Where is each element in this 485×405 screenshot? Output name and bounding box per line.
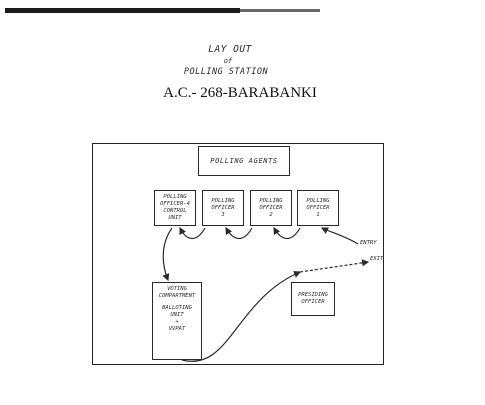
entry-label: ENTRY xyxy=(360,240,377,246)
presiding-officer-box: PRESIDING OFFICER xyxy=(291,282,335,316)
title-of: of xyxy=(223,57,233,65)
scan-edge-bar xyxy=(5,8,240,13)
title-polling-station: POLLING STATION xyxy=(183,67,269,77)
constituency-heading: A.C.- 268-BARABANKI xyxy=(163,85,317,101)
exit-label: EXIT xyxy=(370,256,384,262)
presiding-officer-label: PRESIDING OFFICER xyxy=(298,292,328,305)
polling-officer-3-box: POLLING OFFICER 3 xyxy=(202,190,244,226)
polling-officer-1-label: POLLING OFFICER 1 xyxy=(306,197,330,218)
entry-to-officer-1-arrow xyxy=(320,227,359,245)
officer-4-to-voting-compartment-arrow xyxy=(162,227,173,282)
polling-officer-4-label: POLLING OFFICER-4 CONTROL UNIT xyxy=(160,194,190,221)
polling-officer-2-label: POLLING OFFICER 2 xyxy=(259,197,283,218)
polling-officer-1-box: POLLING OFFICER 1 xyxy=(297,190,339,226)
polling-agents-box: POLLING AGENTS xyxy=(198,146,290,176)
voting-compartment-box: VOTING COMPARTMENT BALLOTING UNIT + VVPA… xyxy=(152,282,202,360)
exit-path-dashed xyxy=(299,259,370,273)
voting-compartment-label: VOTING COMPARTMENT xyxy=(158,286,196,299)
title-layout: LAY OUT xyxy=(208,44,252,55)
scan-edge-bar-faint xyxy=(240,9,320,12)
officer-1-to-officer-2-arrow xyxy=(273,226,301,240)
polling-station-room xyxy=(92,143,384,365)
polling-officer-4-box: POLLING OFFICER-4 CONTROL UNIT xyxy=(154,190,196,226)
polling-officer-3-label: POLLING OFFICER 3 xyxy=(211,197,235,218)
officer-3-to-officer-4-arrow xyxy=(179,226,206,240)
polling-officer-2-box: POLLING OFFICER 2 xyxy=(250,190,292,226)
officer-2-to-officer-3-arrow xyxy=(225,226,253,240)
balloting-unit-label: BALLOTING UNIT + VVPAT xyxy=(162,305,192,332)
polling-agents-label: POLLING AGENTS xyxy=(210,156,278,165)
voting-compartment-to-exit-arrow xyxy=(181,271,302,362)
